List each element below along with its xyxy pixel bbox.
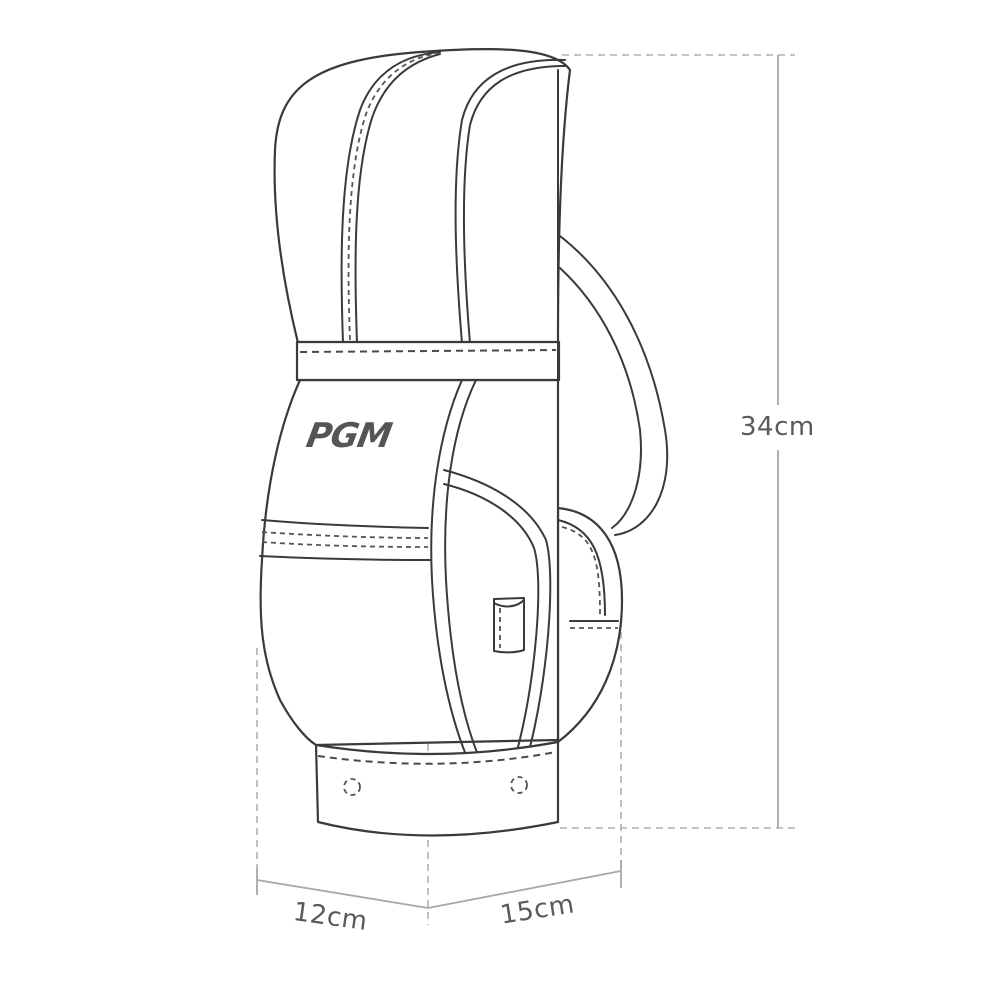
bag-hood [273, 47, 572, 382]
brand-logo: PGM [303, 416, 395, 456]
tee-holder [493, 597, 525, 654]
bag-body [259, 378, 560, 756]
side-pocket [556, 506, 624, 744]
carry-handle [559, 235, 669, 536]
height-label: 34cm [740, 412, 815, 442]
height-dimension-lines [560, 54, 795, 829]
bag-base [314, 740, 560, 837]
